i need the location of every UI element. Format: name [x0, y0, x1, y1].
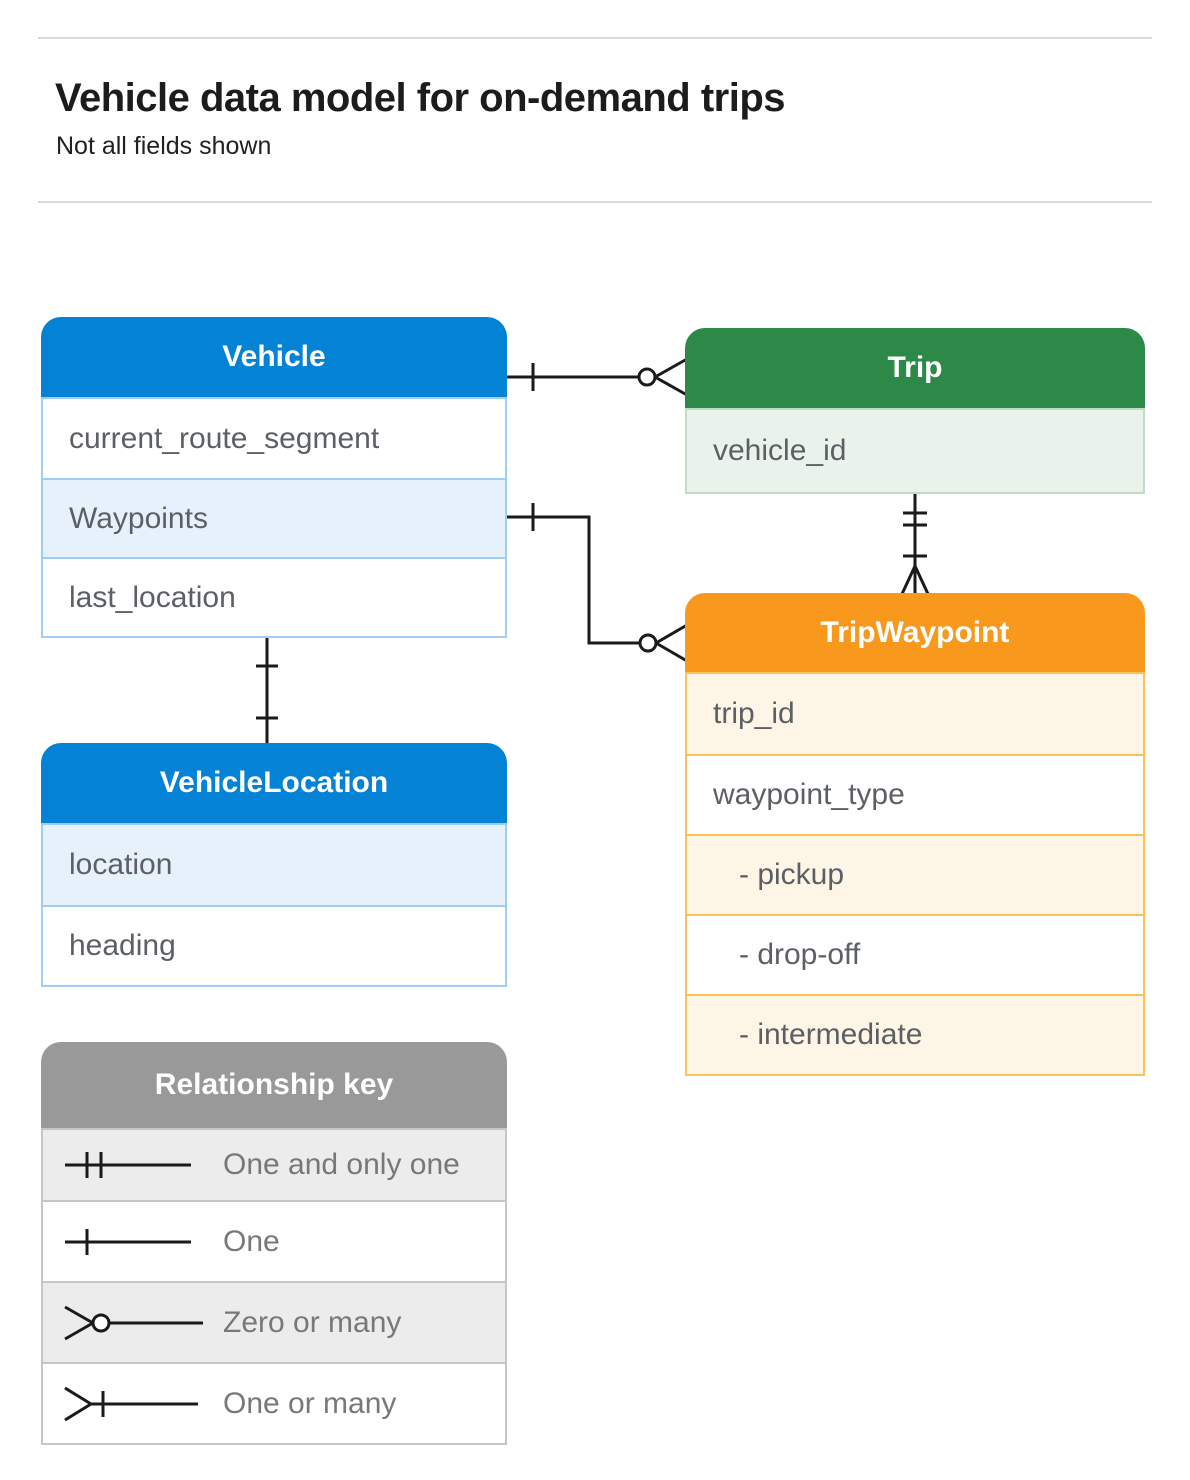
connector-vehicle-vehiclelocation — [256, 636, 278, 744]
table-row: last_location — [43, 557, 505, 636]
table-row: vehicle_id — [687, 410, 1143, 492]
table-row: Waypoints — [43, 478, 505, 557]
one-or-many-icon — [64, 1386, 198, 1421]
header-divider — [38, 201, 1152, 203]
top-divider — [38, 37, 1152, 39]
field-label: current_route_segment — [69, 421, 380, 455]
field-label: trip_id — [713, 697, 795, 730]
connector-line — [505, 515, 640, 645]
table-row: - intermediate — [687, 994, 1143, 1074]
entity-table-vehicle: Vehicle current_route_segment Waypoints … — [41, 317, 507, 638]
table-row: location — [43, 825, 505, 905]
legend-header: Relationship key — [41, 1042, 507, 1128]
table-header-tripwaypoint: TripWaypoint — [685, 593, 1145, 672]
table-row: - pickup — [687, 834, 1143, 914]
field-label: Waypoints — [69, 501, 208, 535]
entity-table-vehiclelocation: VehicleLocation location heading — [41, 743, 507, 987]
table-row: - drop-off — [687, 914, 1143, 994]
connector-waypoints-tripwaypoint — [505, 503, 688, 663]
field-label: heading — [69, 929, 176, 962]
table-row: waypoint_type — [687, 754, 1143, 834]
one-and-only-one-icon — [65, 1152, 191, 1178]
field-label: vehicle_id — [713, 434, 847, 467]
legend-row: One or many — [43, 1362, 505, 1443]
legend-row: One and only one — [43, 1130, 505, 1200]
table-body: trip_id waypoint_type - pickup - drop-of… — [685, 672, 1145, 1076]
zero-or-many-icon — [64, 1305, 203, 1340]
crow-foot-icon — [654, 357, 688, 397]
enum-value-label: - drop-off — [739, 938, 861, 971]
one-and-only-one-ticks-icon — [903, 511, 927, 527]
legend-row: Zero or many — [43, 1281, 505, 1362]
page-subtitle: Not all fields shown — [56, 132, 272, 160]
field-label: location — [69, 848, 173, 881]
connector-vehicle-trip — [505, 357, 688, 397]
table-body: vehicle_id — [685, 408, 1145, 494]
legend-row: One — [43, 1200, 505, 1281]
zero-circle-icon — [638, 633, 658, 653]
crow-foot-icon — [900, 565, 930, 595]
enum-value-label: - intermediate — [739, 1018, 923, 1051]
legend-label: One and only one — [223, 1148, 460, 1181]
table-body: location heading — [41, 823, 507, 987]
page-title: Vehicle data model for on-demand trips — [55, 76, 786, 120]
table-row: current_route_segment — [43, 399, 505, 478]
legend-label: Zero or many — [223, 1305, 402, 1339]
table-header-vehicle: Vehicle — [41, 317, 507, 397]
entity-table-trip: Trip vehicle_id — [685, 328, 1145, 494]
table-row: trip_id — [687, 674, 1143, 754]
field-label: last_location — [69, 580, 236, 614]
one-icon — [65, 1228, 191, 1255]
enum-value-label: - pickup — [739, 858, 845, 891]
relationship-key-legend: Relationship key One and only one One — [41, 1042, 507, 1445]
table-row: heading — [43, 905, 505, 985]
connector-trip-tripwaypoint — [900, 491, 930, 595]
table-header-vehiclelocation: VehicleLocation — [41, 743, 507, 823]
legend-label: One — [223, 1224, 280, 1258]
legend-body: One and only one One Zer — [41, 1128, 507, 1445]
legend-label: One or many — [223, 1386, 397, 1420]
zero-circle-icon — [637, 367, 657, 387]
table-header-trip: Trip — [685, 328, 1145, 408]
field-label: waypoint_type — [713, 778, 905, 811]
crow-foot-icon — [655, 623, 688, 663]
table-body: current_route_segment Waypoints last_loc… — [41, 397, 507, 638]
entity-table-tripwaypoint: TripWaypoint trip_id waypoint_type - pic… — [685, 593, 1145, 1076]
